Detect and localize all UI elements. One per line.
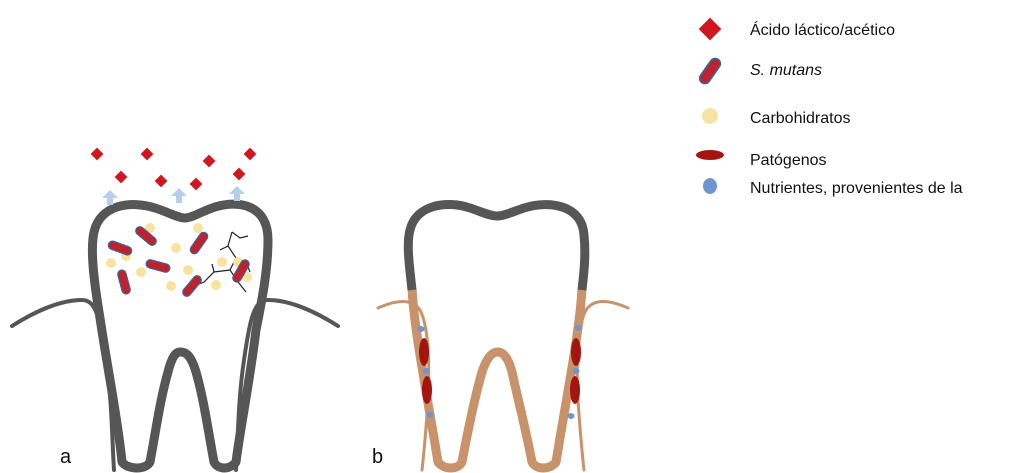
panel-label-a: a — [60, 446, 71, 469]
pathogen — [570, 376, 580, 404]
nutrient-dots — [418, 325, 582, 419]
pathogen — [419, 338, 429, 366]
legend-item-nutrients: Nutrientes, provenientes de la — [690, 176, 1020, 210]
acid-diamond — [203, 155, 216, 168]
up-arrow-icon — [229, 186, 245, 201]
legend-label-s-mutans: S. mutans — [750, 62, 822, 80]
rod-bacterium-icon — [690, 54, 736, 88]
carbohydrate-dot — [211, 280, 221, 290]
legend-label-nutrients: Nutrientes, provenientes de la — [750, 180, 963, 198]
carbohydrate-dot — [183, 265, 193, 275]
s-mutans-rod — [181, 274, 203, 298]
acid-diamond — [233, 168, 246, 181]
legend-label-pathogens: Patógenos — [750, 152, 827, 170]
acid-diamonds — [91, 148, 257, 191]
pathogen — [571, 338, 581, 366]
yellow-dot-icon — [690, 102, 736, 136]
nutrient-dot — [423, 368, 430, 374]
nutrient-dot — [427, 412, 434, 418]
carbohydrate-dot — [136, 267, 146, 277]
acid-diamond — [91, 148, 104, 161]
tooth-crown-b — [408, 204, 585, 290]
s-mutans-rod — [145, 259, 170, 273]
s-mutans-rod — [117, 269, 131, 294]
legend-label-carbs: Carbohidratos — [750, 110, 851, 128]
nutrient-dot — [575, 325, 582, 331]
legend-item-carbs: Carbohidratos — [690, 102, 1020, 136]
dark-red-ellipse-icon — [690, 144, 736, 178]
blue-dot-icon — [690, 176, 736, 210]
up-arrow-icon — [171, 188, 187, 203]
legend-item-pathogens: Patógenos — [690, 144, 1020, 178]
nutrient-dot — [418, 326, 425, 332]
red-diamond-icon — [690, 14, 736, 48]
acid-diamond — [141, 148, 154, 161]
legend-item-acid: Ácido láctico/acético — [690, 14, 1020, 48]
gum-line-right-b — [577, 302, 628, 471]
panel-b-periodontal — [378, 204, 628, 470]
nutrient-dot — [573, 368, 580, 374]
carbohydrate-dot — [166, 281, 176, 291]
panel-a-caries — [12, 148, 338, 470]
acid-diamond — [244, 148, 257, 161]
pathogen — [422, 376, 432, 404]
legend-label-acid: Ácido láctico/acético — [750, 22, 895, 40]
tooth-root-b — [412, 288, 582, 468]
panel-label-b: b — [372, 446, 383, 469]
s-mutans-rod — [107, 240, 132, 256]
legend-item-s-mutans: S. mutans — [690, 54, 1020, 88]
nutrient-dot — [568, 413, 575, 419]
carbohydrate-dot — [193, 223, 203, 233]
carbohydrate-dot — [171, 243, 181, 253]
carbohydrate-dot — [106, 258, 116, 268]
s-mutans-bacteria — [107, 225, 250, 298]
s-mutans-rod — [189, 231, 209, 255]
acid-diamond — [155, 175, 168, 188]
acid-diamond — [190, 178, 203, 191]
carbohydrate-dot — [217, 257, 227, 267]
acid-diamond — [115, 171, 128, 184]
